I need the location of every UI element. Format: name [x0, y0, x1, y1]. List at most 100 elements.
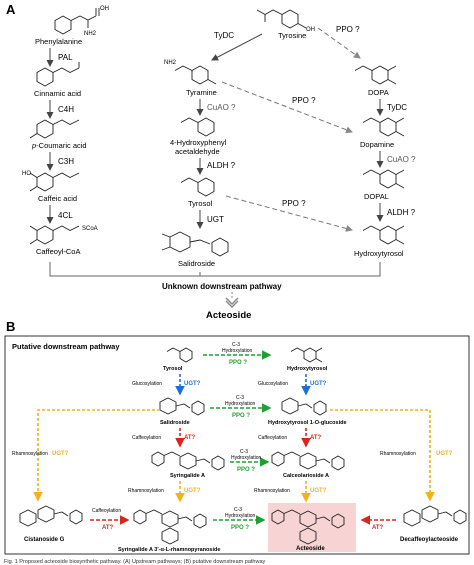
cistanoside-g-label: Cistanoside G [24, 537, 65, 543]
acteoside-label-b: Acteoside [296, 546, 325, 552]
aldh-enzyme-1: ALDH ? [207, 161, 236, 170]
dopa-label: DOPA [368, 88, 389, 97]
svg-text:OH: OH [100, 6, 109, 12]
cuao-enzyme-1: CuAO ? [207, 103, 236, 112]
svg-text:NH2: NH2 [84, 31, 97, 37]
salidroside-label-a: Salidroside [178, 259, 215, 268]
acteoside-highlight [268, 503, 356, 552]
dopal-structure [362, 169, 405, 189]
hydroxylation-label-1: Hydroxylation [222, 348, 253, 354]
hydroxytyrosol-glucoside-structure [281, 397, 327, 416]
hydroxytyrosol-structure [362, 225, 405, 245]
hppa-label-line1: 4-Hydroxyphenyl [170, 138, 227, 147]
svg-text:NH2: NH2 [164, 60, 177, 66]
salidroside-structure [161, 231, 229, 257]
tyrosol-structure [180, 177, 215, 197]
tyramine-label: Tyramine [186, 88, 217, 97]
caffeoylation-right: Caffeoylation [258, 435, 287, 441]
salidroside-label-b: Salidroside [160, 420, 190, 426]
dopamine-structure [362, 117, 405, 137]
phenylalanine-label: Phenylalanine [35, 37, 82, 46]
tyrosine-label: Tyrosine [278, 31, 306, 40]
figure-caption: Fig. 1 Proposed acteoside biosynthetic p… [4, 559, 266, 565]
tyramine-structure: NH2 [164, 60, 217, 85]
glucosylation-right: Glucosylation [258, 381, 288, 387]
salidroside-structure-b [159, 397, 205, 416]
rham-far-right: Rhamnosylation [380, 451, 416, 457]
hydroxyphenylacetaldehyde-structure [180, 117, 215, 137]
ugt-enzyme-a: UGT [207, 215, 224, 224]
tyrosol-label-a: Tyrosol [188, 199, 213, 208]
4cl-enzyme: 4CL [58, 211, 73, 220]
panel-b-title: Putative downstream pathway [12, 342, 120, 351]
hydroxytyrosol-label-b: Hydroxytyrosol [287, 366, 328, 372]
tydc-enzyme-1: TyDC [214, 31, 234, 40]
ugt-far-right: UGT? [436, 451, 453, 457]
acteoside-structure [271, 509, 345, 545]
tyrosine-structure: OH [256, 9, 315, 33]
svg-text:SCoA: SCoA [82, 226, 98, 232]
cinnamic-acid-label: Cinnamic acid [34, 89, 81, 98]
hydroxylation-label-2: Hydroxylation [225, 401, 256, 407]
caffeoyl-coa-label: Caffeoyl-CoA [36, 247, 80, 256]
syringalide-rhamnoside-structure [133, 509, 207, 545]
caffeic-acid-structure: HO [22, 171, 80, 192]
hydroxytyrosol-structure-b [290, 347, 323, 363]
hydroxytyrosol-glucoside-label: Hydroxytyrosol 1-O-glucoside [268, 420, 347, 426]
c3-label-4: C-3 [234, 507, 242, 513]
panel-b-label: B [6, 319, 15, 334]
p-coumaric-acid-structure [29, 119, 80, 139]
hydroxylation-label-4: Hydroxylation [225, 513, 256, 519]
c3-label-2: C-3 [236, 395, 244, 401]
caffeic-acid-label: Caffeic acid [38, 194, 77, 203]
cuao-enzyme-2: CuAO ? [387, 155, 416, 164]
syringalide-rhamnoside-label: Syringalide A 3′-α-L-rhamnopyranoside [118, 547, 220, 553]
c3h-enzyme: C3H [58, 157, 74, 166]
tyrosol-structure-b [166, 347, 193, 363]
unknown-pathway-label: Unknown downstream pathway [162, 282, 282, 291]
syringalide-a-structure [151, 451, 225, 471]
c3-label-1: C-3 [232, 342, 240, 348]
ppo-b-3: PPO ? [237, 467, 255, 473]
p-coumaric-acid-label: p-Coumaric acid [31, 141, 87, 150]
dopa-structure [354, 65, 397, 85]
ppo-b-4: PPO ? [231, 525, 249, 531]
tydc-enzyme-2: TyDC [387, 103, 407, 112]
dopamine-label: Dopamine [360, 140, 394, 149]
acteoside-label-a: Acteoside [206, 310, 251, 321]
at-bottom-right: AT? [372, 525, 384, 531]
hydroxytyrosol-label-a: Hydroxytyrosol [354, 249, 404, 258]
decaffeoylacteoside-structure [403, 505, 467, 527]
panel-b-frame [4, 335, 470, 555]
svg-text:OH: OH [306, 27, 315, 33]
at-right: AT? [310, 435, 322, 441]
calceolarioside-a-structure [271, 451, 345, 471]
calceolarioside-a-label: Calceolarioside A [283, 473, 329, 479]
ugt-mid-left: UGT? [184, 488, 201, 494]
ugt-far-left: UGT? [52, 451, 69, 457]
glucosylation-left: Glucosylation [132, 381, 162, 387]
at-bottom-left: AT? [102, 525, 114, 531]
hppa-label-line2: acetaldehyde [175, 147, 220, 156]
decaffeoylacteoside-label: Decaffeoylacteoside [400, 537, 459, 543]
ppo-b-2: PPO ? [232, 413, 250, 419]
tyrosol-label-b: Tyrosol [163, 366, 183, 372]
ppo-enzyme-mid2: PPO ? [282, 199, 306, 208]
at-left: AT? [184, 435, 196, 441]
panel-a-label: A [6, 2, 16, 17]
rham-mid-right: Rhamnosylation [254, 488, 290, 494]
ppo-enzyme-top: PPO ? [336, 25, 360, 34]
ppo-enzyme-mid1: PPO ? [292, 96, 316, 105]
ugt-left: UGT? [184, 381, 201, 387]
aldh-enzyme-2: ALDH ? [387, 208, 416, 217]
svg-text:HO: HO [22, 171, 31, 177]
syringalide-a-label: Syringalide A [170, 473, 205, 479]
caffeoyl-coa-structure: SCoA [29, 225, 98, 245]
caffeoylation-left: Caffeoylation [132, 435, 161, 441]
c3-label-3: C-3 [240, 449, 248, 455]
ppo-b-1: PPO ? [229, 360, 247, 366]
cistanoside-g-structure [19, 505, 83, 527]
dopal-label: DOPAL [364, 192, 389, 201]
rham-mid-left: Rhamnosylation [128, 488, 164, 494]
